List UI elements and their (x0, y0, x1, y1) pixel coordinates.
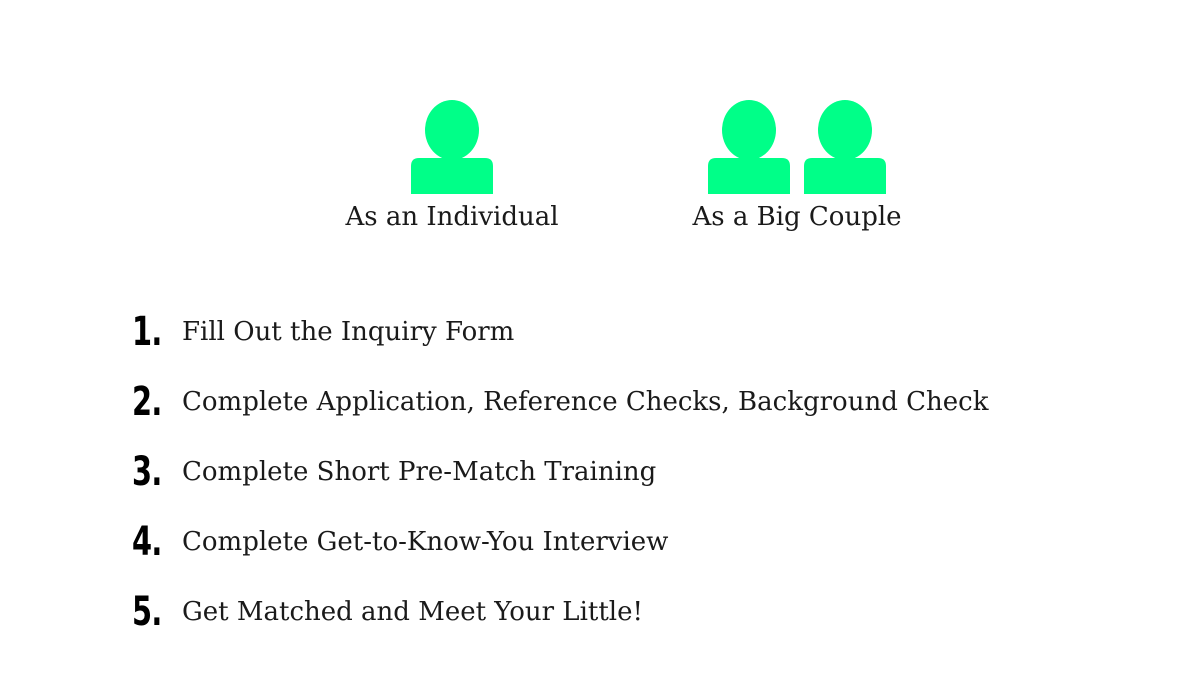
step-text: Complete Application, Reference Checks, … (182, 387, 989, 417)
option-big-couple: As a Big Couple (672, 100, 922, 232)
person-icon (411, 100, 493, 194)
step-item: 4. Complete Get-to-Know-You Interview (132, 507, 988, 577)
option-label: As an Individual (345, 202, 559, 232)
step-item: 1. Fill Out the Inquiry Form (132, 297, 988, 367)
person-icon (708, 100, 790, 194)
option-individual: As an Individual (332, 100, 572, 232)
step-item: 2. Complete Application, Reference Check… (132, 367, 988, 437)
step-text: Complete Get-to-Know-You Interview (182, 527, 669, 557)
step-item: 3. Complete Short Pre-Match Training (132, 437, 988, 507)
step-number: 3. (132, 449, 162, 495)
step-text: Complete Short Pre-Match Training (182, 457, 657, 487)
step-number: 1. (132, 309, 162, 355)
icon-group (332, 100, 572, 194)
step-text: Get Matched and Meet Your Little! (182, 597, 643, 627)
step-item: 5. Get Matched and Meet Your Little! (132, 577, 988, 647)
step-number: 2. (132, 379, 162, 425)
step-text: Fill Out the Inquiry Form (182, 317, 515, 347)
option-label: As a Big Couple (692, 202, 902, 232)
icon-group (672, 100, 922, 194)
step-number: 4. (132, 519, 162, 565)
person-icon (804, 100, 886, 194)
step-number: 5. (132, 589, 162, 635)
steps-list: 1. Fill Out the Inquiry Form 2. Complete… (132, 297, 988, 647)
